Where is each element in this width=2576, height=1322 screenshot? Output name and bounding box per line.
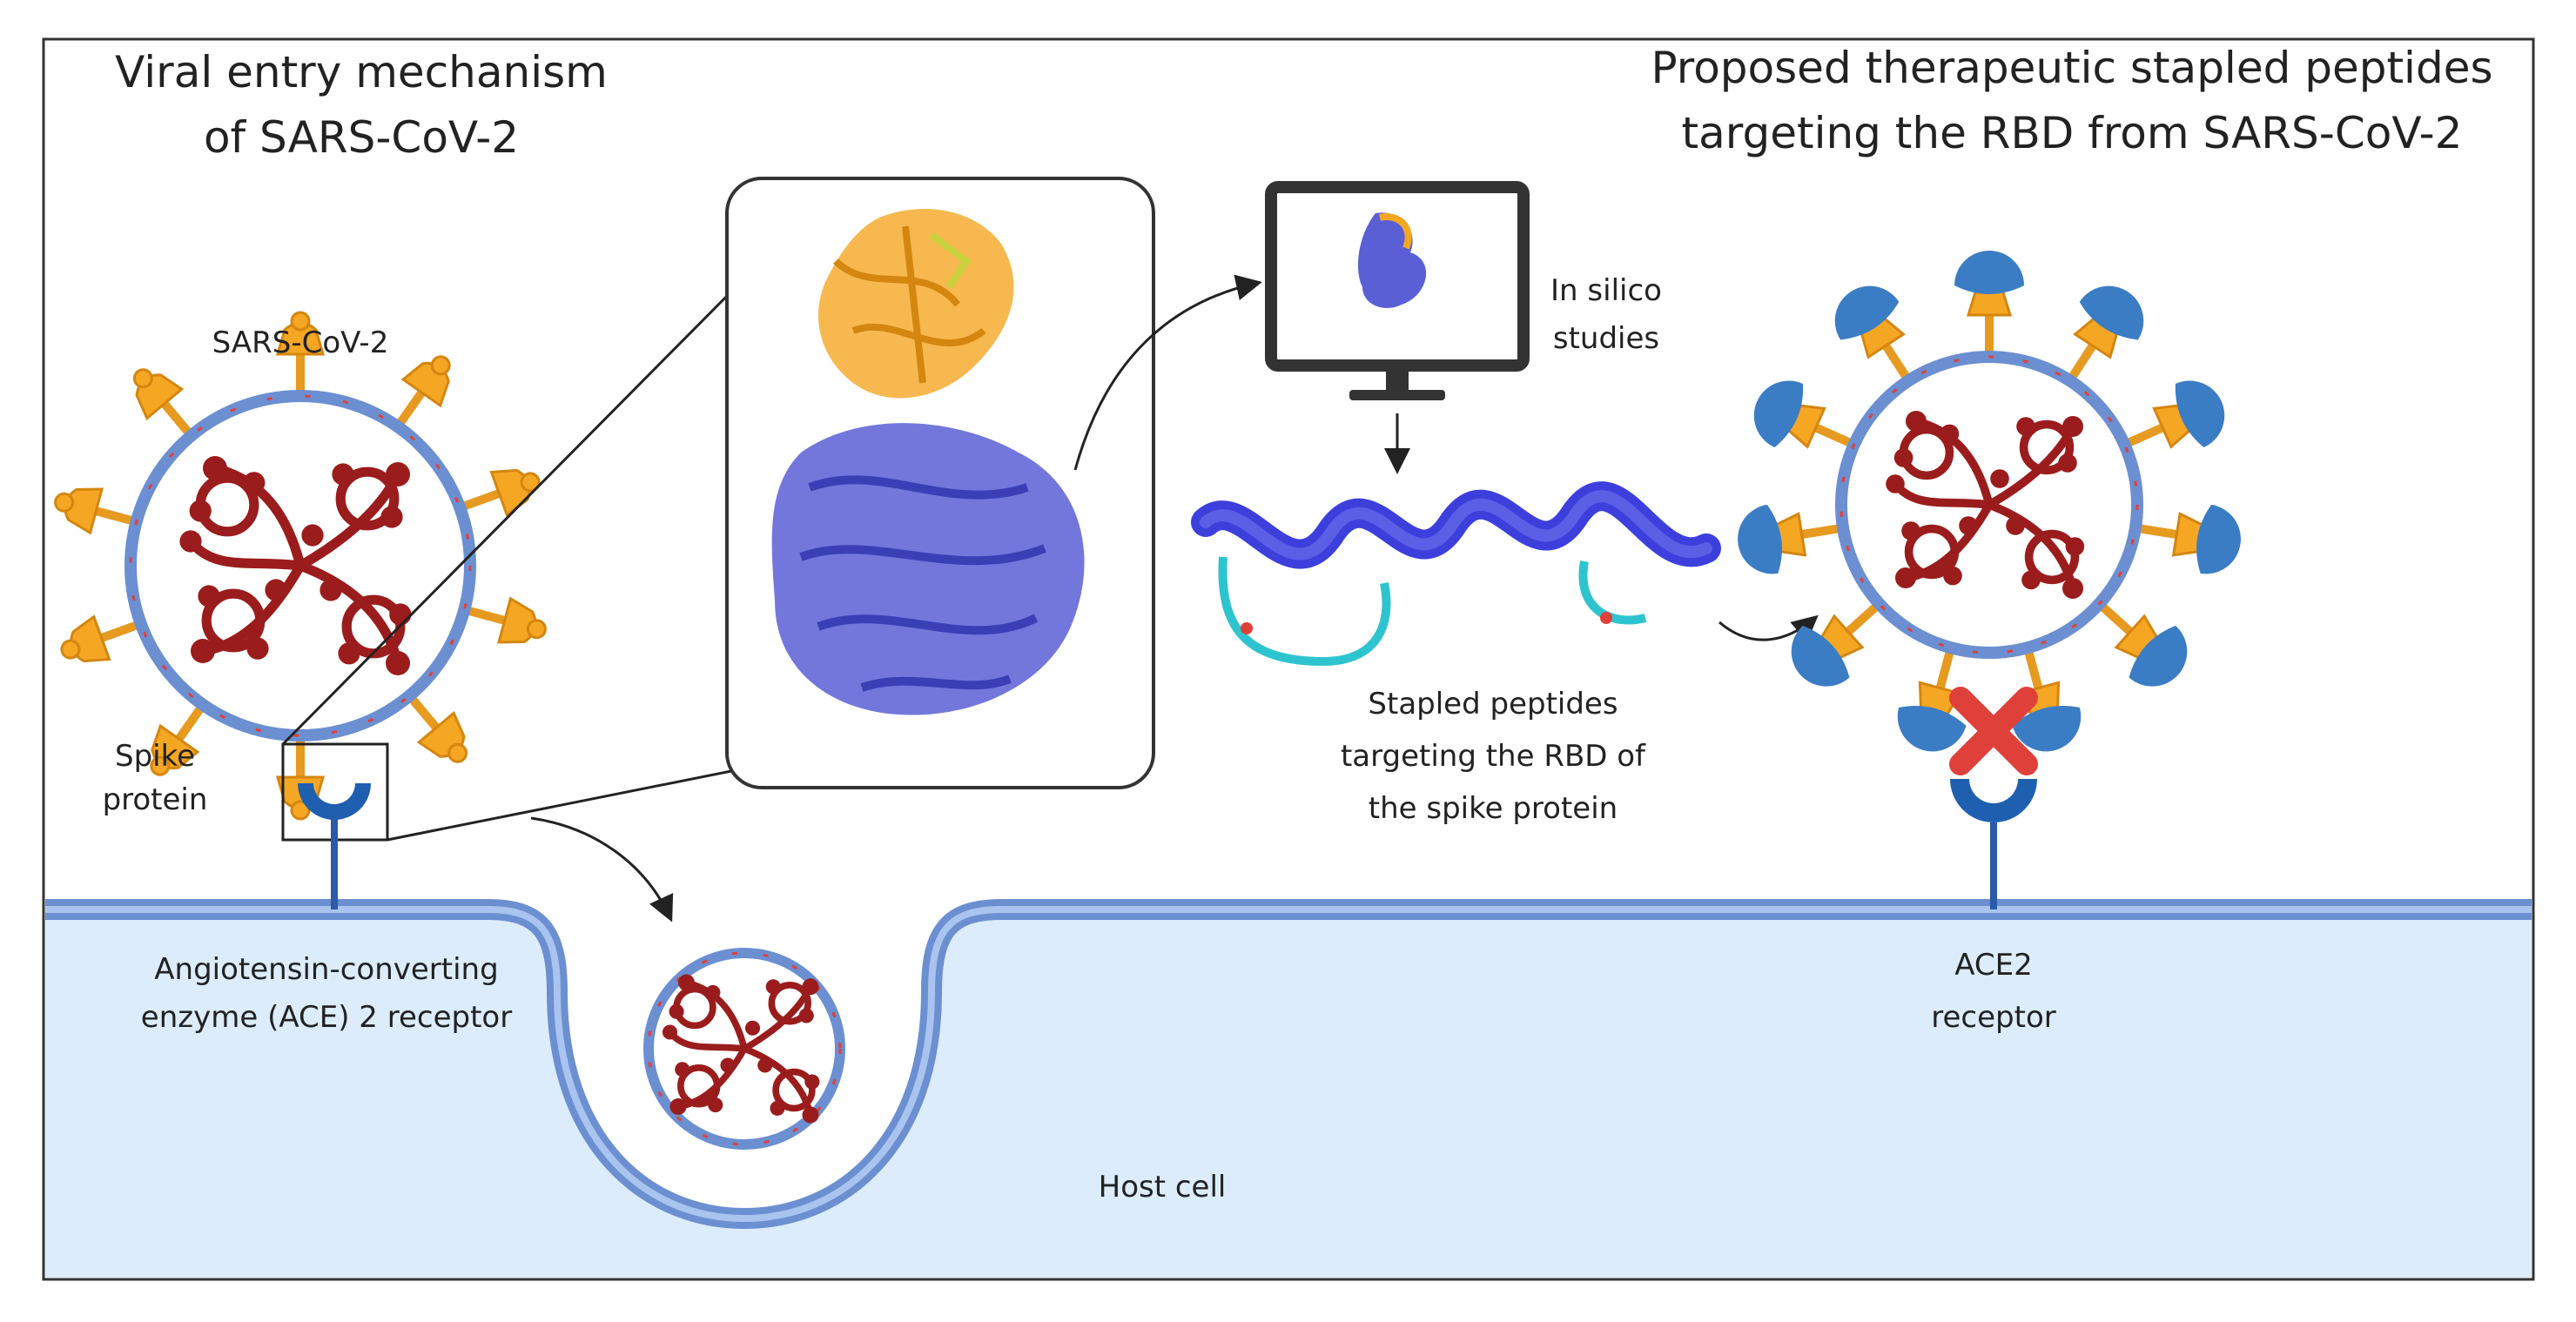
ace2-receptor-left xyxy=(298,783,371,820)
left-title-line2: of SARS-CoV-2 xyxy=(204,112,519,163)
blocked-virion xyxy=(1731,249,2248,761)
zoom-line-top xyxy=(281,285,737,746)
zoom-line-bottom xyxy=(387,768,736,842)
arrow-structure-to-silico xyxy=(1073,274,1262,471)
right-title-line2: targeting the RBD from SARS-CoV-2 xyxy=(1682,108,2463,158)
ace2-label-line1: ACE2 xyxy=(1954,948,2033,983)
blocked-x-icon xyxy=(1949,687,2038,775)
hydrocarbon-staple-left xyxy=(1218,556,1391,667)
stapled-label-line1: Stapled peptides xyxy=(1368,687,1618,721)
ace2-label-line2: receptor xyxy=(1931,1000,2055,1035)
ace2-structure xyxy=(771,423,1085,715)
in-silico-monitor xyxy=(1265,181,1530,400)
spike-label-line2: protein xyxy=(103,782,208,817)
host-cell-label: Host cell xyxy=(1099,1170,1227,1205)
ace2-receptor-right xyxy=(1950,779,2037,822)
stapled-peptide-helix xyxy=(1191,481,1721,667)
right-title-line1: Proposed therapeutic stapled peptides xyxy=(1651,43,2492,93)
sars-cov-2-virion xyxy=(48,311,553,821)
host-cell xyxy=(45,899,2532,1278)
host-cell-cytoplasm xyxy=(45,909,2532,1278)
virus-label: SARS-CoV-2 xyxy=(212,325,389,360)
arrow-peptide-to-virus xyxy=(1718,614,1819,642)
stapled-label-line2: targeting the RBD of xyxy=(1341,739,1646,774)
arrow-zoom-to-cell xyxy=(530,816,674,923)
internalized-virion xyxy=(643,948,845,1150)
left-title-line1: Viral entry mechanism xyxy=(115,47,608,97)
hydrocarbon-staple-right xyxy=(1578,560,1647,625)
ace-label-line1: Angiotensin-converting xyxy=(154,952,498,987)
silico-label-line1: In silico xyxy=(1550,273,1662,308)
rbd-structure xyxy=(818,209,1014,399)
spike-label-line1: Spike xyxy=(115,739,195,774)
stapled-label-line3: the spike protein xyxy=(1369,791,1618,826)
ace-label-line2: enzyme (ACE) 2 receptor xyxy=(141,1000,512,1035)
silico-label-line2: studies xyxy=(1553,321,1659,356)
